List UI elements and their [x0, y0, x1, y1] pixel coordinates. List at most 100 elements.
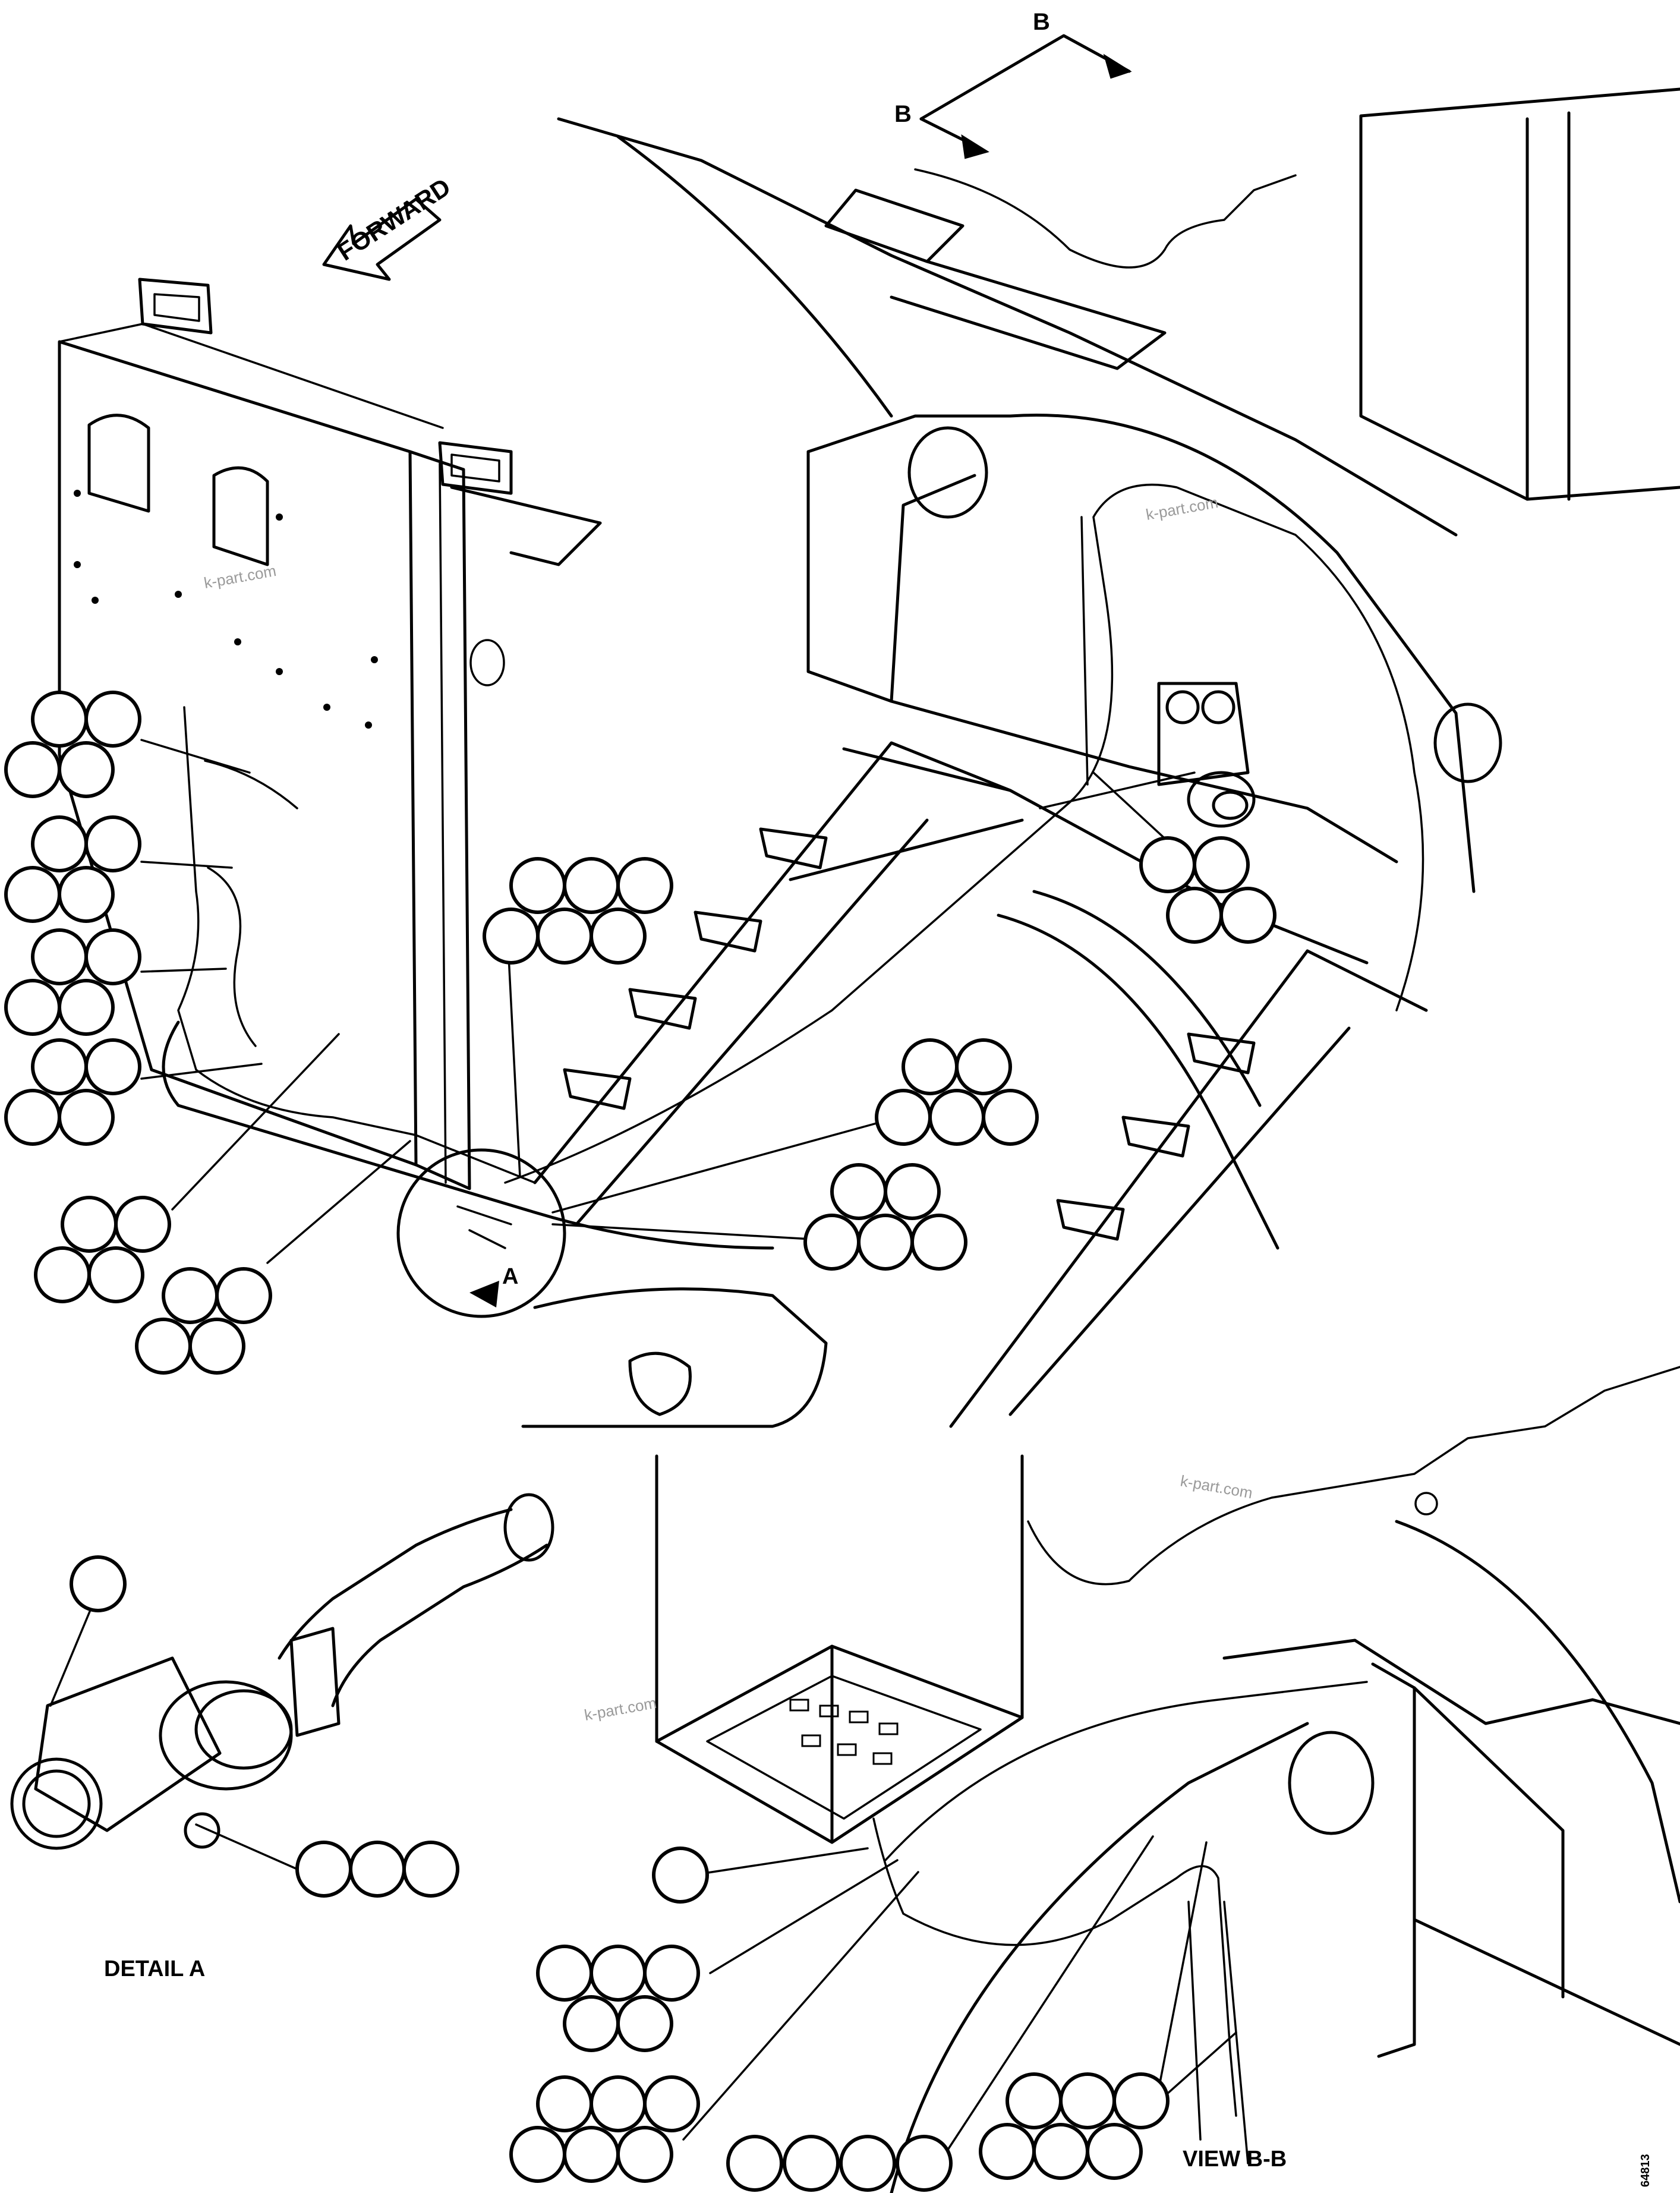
- callout-group: [509, 2075, 700, 2183]
- callout-bubble: [31, 815, 88, 872]
- callout-bubble: [1139, 836, 1196, 893]
- callout-bubble: [902, 1038, 959, 1095]
- watermark: k-part.com: [1145, 493, 1219, 524]
- callout-bubble: [1193, 836, 1250, 893]
- callout-bubble: [955, 1038, 1012, 1095]
- drawing-number: 64813: [1639, 2154, 1652, 2187]
- watermark: k-part.com: [583, 1694, 658, 1724]
- callout-bubble: [1059, 2072, 1116, 2129]
- callout-bubble: [536, 2075, 593, 2132]
- callout-bubble: [783, 2135, 840, 2192]
- callout-bubble: [34, 1246, 91, 1303]
- watermark: k-part.com: [1179, 1472, 1254, 1502]
- callout-bubble: [215, 1267, 272, 1324]
- callout-bubble: [803, 1214, 861, 1271]
- callout-bubble: [4, 866, 61, 923]
- callout-bubble: [31, 928, 88, 985]
- callout-bubble: [58, 1089, 115, 1146]
- callout-bubble: [616, 857, 673, 914]
- callout-bubble: [928, 1089, 985, 1146]
- detail-a-caption: DETAIL A: [104, 1956, 205, 1981]
- callout-bubble: [536, 908, 593, 965]
- callout-group: [4, 815, 141, 923]
- callout-bubble: [31, 691, 88, 748]
- callout-bubble: [295, 1841, 352, 1898]
- callout-bubble: [652, 1847, 709, 1904]
- callout-bubble: [590, 1945, 647, 2002]
- callout-bubble: [87, 1246, 144, 1303]
- callout-bubble: [563, 857, 620, 914]
- callout-group: [4, 928, 141, 1036]
- callout-bubble: [643, 1945, 700, 2002]
- callout-bubble: [726, 2135, 783, 2192]
- callout-bubble: [590, 2075, 647, 2132]
- forward-arrow: FORWARD: [322, 172, 455, 281]
- callout-bubble: [563, 2126, 620, 2183]
- callout-bubble: [70, 1555, 127, 1612]
- callout-bubble: [162, 1267, 219, 1324]
- callout-bubble: [830, 1163, 887, 1220]
- callout-bubble: [135, 1318, 192, 1375]
- callout-bubble: [509, 857, 566, 914]
- callout-bubble: [84, 1038, 141, 1095]
- callout-bubble: [58, 979, 115, 1036]
- callout-group: [70, 1555, 127, 1612]
- callout-leaders: [49, 739, 1237, 2164]
- callout-bubble: [349, 1841, 406, 1898]
- callout-bubble: [563, 1995, 620, 2052]
- callout-group: [483, 857, 673, 965]
- callout-bubble: [536, 1945, 593, 2002]
- callout-group: [536, 1945, 700, 2052]
- panel-holes: [74, 490, 378, 729]
- callout-bubble: [4, 979, 61, 1036]
- callout-group: [979, 2072, 1170, 2180]
- callout-bubble: [4, 1089, 61, 1146]
- callout-bubble: [483, 908, 540, 965]
- callout-bubble: [884, 1163, 941, 1220]
- callout-bubble: [114, 1196, 171, 1253]
- callout-group: [803, 1163, 967, 1271]
- callout-bubble: [910, 1214, 967, 1271]
- callout-bubble: [1006, 2072, 1063, 2129]
- callout-bubble: [58, 741, 115, 798]
- callout-group: [135, 1267, 272, 1375]
- view-bb-assembly: [655, 1366, 1680, 2193]
- callout-group: [875, 1038, 1039, 1146]
- callout-bubble: [979, 2123, 1036, 2180]
- callout-group: [652, 1847, 709, 1904]
- callout-group: [4, 1038, 141, 1146]
- frame-assembly-upper: [58, 34, 1680, 1428]
- callout-group: [726, 2135, 953, 2192]
- rail-brackets: [563, 827, 1256, 1241]
- callout-bubbles: [4, 691, 1276, 2192]
- callout-bubble: [509, 2126, 566, 2183]
- callout-bubble: [61, 1196, 118, 1253]
- callout-bubble: [188, 1318, 245, 1375]
- section-b-label-left: B: [894, 101, 912, 127]
- detail-a-marker: A: [502, 1264, 518, 1289]
- callout-bubble: [84, 691, 141, 748]
- callout-bubble: [616, 1995, 673, 2052]
- callout-group: [1139, 836, 1276, 944]
- callout-group: [4, 691, 141, 798]
- detail-a-connector: [10, 1493, 554, 1850]
- callout-bubble: [643, 2075, 700, 2132]
- callout-bubble: [1219, 887, 1276, 944]
- callout-bubble: [1032, 2123, 1089, 2180]
- callout-bubble: [1086, 2123, 1143, 2180]
- callout-bubble: [590, 908, 647, 965]
- callout-bubble: [982, 1089, 1039, 1146]
- callout-bubble: [1166, 887, 1223, 944]
- callout-bubble: [1112, 2072, 1170, 2129]
- callout-bubble: [84, 928, 141, 985]
- callout-bubble: [896, 2135, 953, 2192]
- callout-bubble: [58, 866, 115, 923]
- callout-bubble: [616, 2126, 673, 2183]
- callout-bubble: [857, 1214, 914, 1271]
- section-b-label-top: B: [1033, 9, 1050, 35]
- callout-bubble: [875, 1089, 932, 1146]
- callout-bubble: [84, 815, 141, 872]
- callout-bubble: [839, 2135, 896, 2192]
- callout-bubble: [402, 1841, 459, 1898]
